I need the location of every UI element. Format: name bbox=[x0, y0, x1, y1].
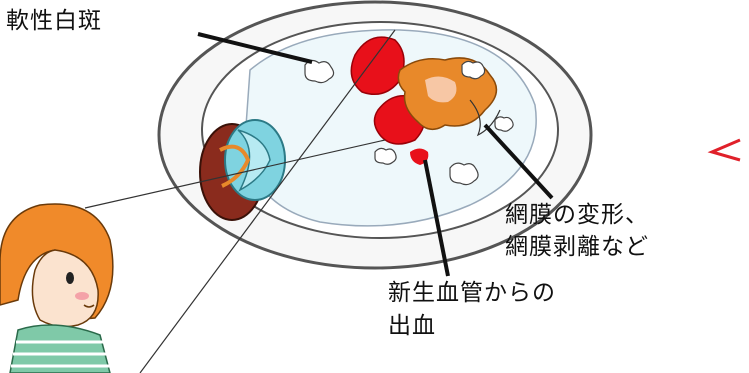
label-hemorrhage-line2: 出血 bbox=[388, 313, 436, 339]
girl-mouth bbox=[83, 304, 95, 308]
girl-cheek bbox=[75, 292, 89, 300]
callout-retinal-change bbox=[483, 123, 554, 200]
sight-line-lower bbox=[139, 29, 396, 373]
cotton-wool-spot-2 bbox=[461, 60, 486, 80]
label-hemorrhage-line1: 新生血管からの bbox=[388, 280, 556, 306]
cotton-wool-spot-4 bbox=[449, 162, 479, 186]
shirt-stripes bbox=[11, 340, 110, 368]
ciliary-body bbox=[219, 144, 251, 188]
label-retinal-change-line2: 網膜剥離など bbox=[505, 234, 649, 260]
sight-line-upper bbox=[84, 139, 386, 209]
callout-hemorrhage bbox=[423, 159, 450, 277]
label-retinal-change-line1: 網膜の変形、 bbox=[505, 202, 649, 228]
callout-soft-exudate bbox=[197, 32, 313, 64]
label-soft-exudate: 軟性白斑 bbox=[6, 8, 102, 34]
red-arrow-icon bbox=[707, 138, 741, 162]
cotton-wool-spot-5 bbox=[494, 116, 514, 132]
girl-eye bbox=[66, 272, 74, 284]
cotton-wool-spot-3 bbox=[374, 147, 397, 165]
girl-figure bbox=[0, 203, 114, 373]
detachment-highlight bbox=[425, 76, 457, 103]
iris-fold bbox=[237, 129, 271, 192]
cotton-wool-spot-1 bbox=[304, 59, 335, 84]
